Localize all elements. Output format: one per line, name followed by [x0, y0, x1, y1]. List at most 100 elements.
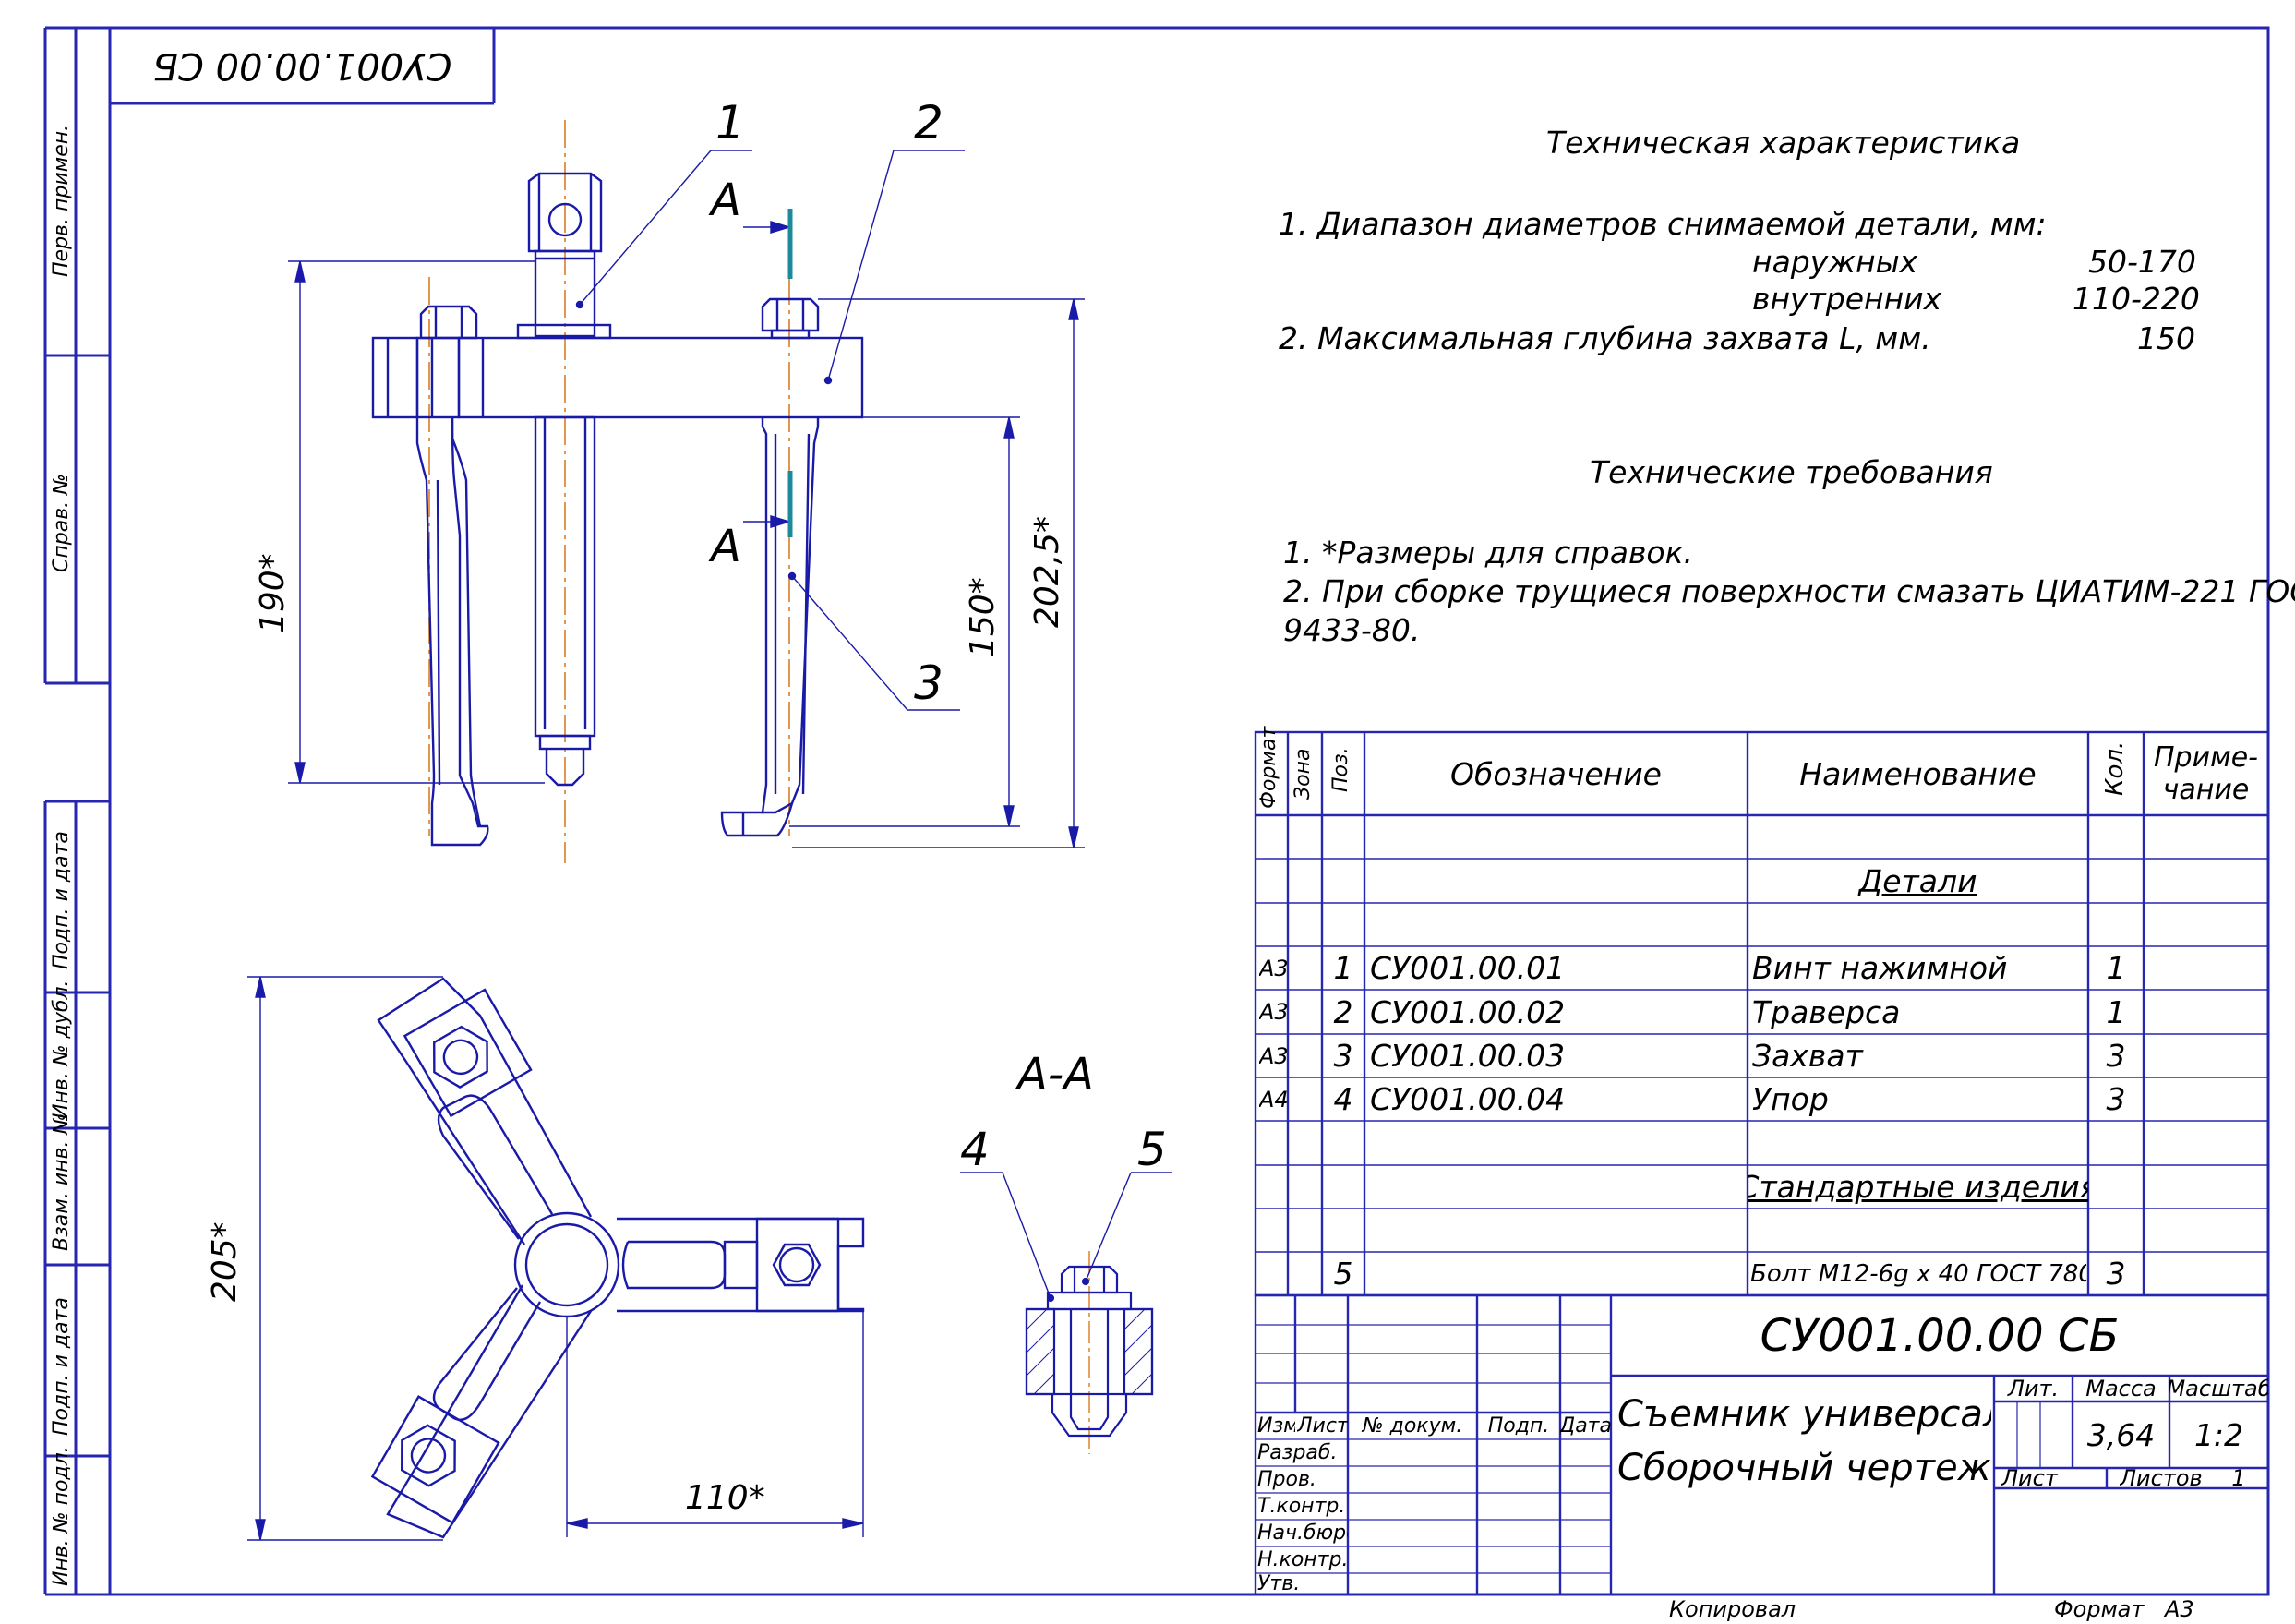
spec-header-designation: Обозначение — [1450, 755, 1662, 792]
dimension-110: 110* — [685, 1479, 765, 1517]
spec-row-3-format: А3 — [1259, 1042, 1288, 1069]
title-block-role-prov: Пров. — [1257, 1467, 1316, 1491]
title-block-thin — [1256, 1324, 2041, 1574]
position-label-1: 1 — [715, 96, 745, 150]
title-block-grid — [1254, 1293, 2270, 1596]
side-label-vzam-inv: Взам. инв. № — [50, 1113, 73, 1251]
spec-row-4-format: А4 — [1259, 1086, 1288, 1113]
tech-char-depth-value: 150 — [2137, 320, 2195, 356]
spec-header-poz: Поз. — [1329, 747, 1352, 792]
footer-format-value: А3 — [2165, 1596, 2194, 1622]
title-block-col-izm: Изм. — [1257, 1413, 1295, 1438]
position-label-5: 5 — [1137, 1123, 1167, 1176]
title-block-col-podp: Подп. — [1487, 1413, 1550, 1438]
dimension-205: 205* — [206, 1221, 244, 1302]
tech-char-outer-value: 50-170 — [2088, 244, 2196, 280]
spec-row-4-designation: СУ001.00.04 — [1370, 1081, 1566, 1117]
spec-header-note-2: чание — [2162, 774, 2250, 806]
dimension-190: 190* — [254, 553, 292, 633]
title-block-mass-value: 3,64 — [2086, 1416, 2156, 1453]
tech-req-title: Технические требования — [1590, 454, 1993, 490]
spec-table-rows — [1256, 858, 2268, 1253]
tech-req-line2b: 9433-80. — [1283, 612, 1421, 648]
spec-row-4-name: Упор — [1752, 1081, 1829, 1117]
position-label-3: 3 — [914, 656, 943, 710]
top-stamp-designation: СУ001.00.00 СБ — [152, 44, 452, 87]
spec-row-1-name: Винт нажимной — [1752, 950, 2008, 986]
spec-row-4-pos: 4 — [1333, 1081, 1353, 1117]
title-block-role-nachburo: Нач.бюро — [1257, 1521, 1348, 1545]
spec-section-standard: Стандартные изделия — [1748, 1169, 2088, 1205]
plan-dimensions — [247, 976, 864, 1541]
side-label-perv-primen: Перв. примен. — [50, 124, 73, 277]
tech-req-line2a: 2. При сборке трущиеся поверхности смаза… — [1283, 573, 2295, 609]
title-block-sheets-label: Листов — [2120, 1468, 2203, 1488]
dimension-202-5: 202,5* — [1028, 515, 1066, 628]
title-block-role-utv: Утв. — [1257, 1573, 1301, 1594]
spec-row-2-name: Траверса — [1752, 993, 1901, 1030]
spec-row-4-qty: 3 — [2106, 1081, 2126, 1117]
footer-copied: Копировал — [1669, 1596, 1796, 1622]
side-label-sprav-no: Справ. № — [50, 473, 73, 572]
section-leaders — [960, 1172, 1172, 1299]
section-a-a-title: A-A — [1017, 1049, 1094, 1101]
spec-row-1-pos: 1 — [1333, 950, 1353, 986]
spec-row-2-pos: 2 — [1333, 993, 1353, 1030]
plan-view — [370, 977, 865, 1539]
front-dimensions — [288, 260, 1085, 848]
spec-row-2-qty: 1 — [2106, 993, 2126, 1030]
position-label-2: 2 — [914, 96, 943, 150]
title-block-col-data: Дата — [1560, 1413, 1611, 1438]
drawing-frame — [43, 26, 2270, 1596]
front-view — [371, 120, 864, 863]
spec-header-zona: Зона — [1292, 748, 1315, 800]
side-label-inv-dubl: Инв. № дубл. — [50, 980, 73, 1119]
title-block-name-line2: Сборочный чертеж — [1617, 1447, 1991, 1489]
side-label-podp-data-2: Подп. и дата — [50, 1297, 73, 1436]
title-block-sheets-value: 1 — [2231, 1468, 2246, 1488]
spec-section-details: Детали — [1858, 862, 1977, 899]
title-block-lit-label: Лит. — [2007, 1376, 2060, 1401]
spec-row-1-designation: СУ001.00.01 — [1370, 950, 1566, 986]
tech-char-inner-value: 110-220 — [2073, 281, 2200, 317]
spec-row-1-qty: 1 — [2106, 950, 2126, 986]
spec-row-3-name: Захват — [1752, 1038, 1863, 1074]
title-block-scale-value: 1:2 — [2193, 1416, 2244, 1453]
tech-char-title: Техническая характеристика — [1546, 125, 2021, 161]
spec-row-3-pos: 3 — [1333, 1038, 1353, 1074]
spec-row-2-designation: СУ001.00.02 — [1370, 993, 1566, 1030]
title-block-col-list: Лист — [1297, 1413, 1348, 1438]
spec-row-3-qty: 3 — [2106, 1038, 2126, 1074]
spec-row-3-designation: СУ001.00.03 — [1370, 1038, 1566, 1074]
title-block-sheet-label: Лист — [2001, 1468, 2058, 1488]
footer-format-label: Формат — [2054, 1596, 2145, 1622]
spec-standard-pos: 5 — [1333, 1256, 1353, 1292]
front-view-leaders — [579, 150, 965, 711]
section-letter-top: A — [711, 174, 741, 226]
spec-standard-qty: 3 — [2106, 1256, 2126, 1292]
section-a-a — [1025, 1251, 1154, 1454]
spec-row-1-format: А3 — [1259, 955, 1288, 981]
title-block-scale-label: Масштаб — [2169, 1376, 2268, 1401]
dimension-150: 150* — [964, 577, 1002, 657]
title-block-col-doc: № докум. — [1362, 1413, 1463, 1438]
side-label-podp-data-1: Подп. и дата — [50, 831, 73, 969]
tech-char-line2: 2. Максимальная глубина захвата L, мм. — [1279, 320, 1931, 356]
title-block-name-line1: Съемник универсальный — [1617, 1393, 1991, 1436]
spec-header-format: Формат — [1257, 726, 1280, 809]
title-block-role-nkontr: Н.контр. — [1257, 1547, 1348, 1571]
title-block-role-tkontr: Т.контр. — [1257, 1494, 1346, 1518]
side-label-inv-podl: Инв. № подл. — [50, 1446, 73, 1586]
title-block-role-razrab: Разраб. — [1257, 1440, 1338, 1464]
spec-row-2-format: А3 — [1259, 999, 1288, 1025]
tech-char-outer-label: наружных — [1752, 244, 1918, 280]
section-letter-bottom: A — [711, 521, 741, 572]
title-block-designation: СУ001.00.00 СБ — [1760, 1309, 2120, 1362]
tech-req-line1: 1. *Размеры для справок. — [1283, 535, 1694, 571]
tech-char-line1: 1. Диапазон диаметров снимаемой детали, … — [1279, 206, 2047, 242]
title-block-mass-label: Масса — [2085, 1376, 2157, 1401]
spec-standard-name: Болт М12-6g х 40 ГОСТ 7805-70 — [1750, 1259, 2086, 1288]
spec-header-note-1: Приме- — [2153, 741, 2258, 774]
tech-char-inner-label: внутренних — [1752, 281, 1942, 317]
